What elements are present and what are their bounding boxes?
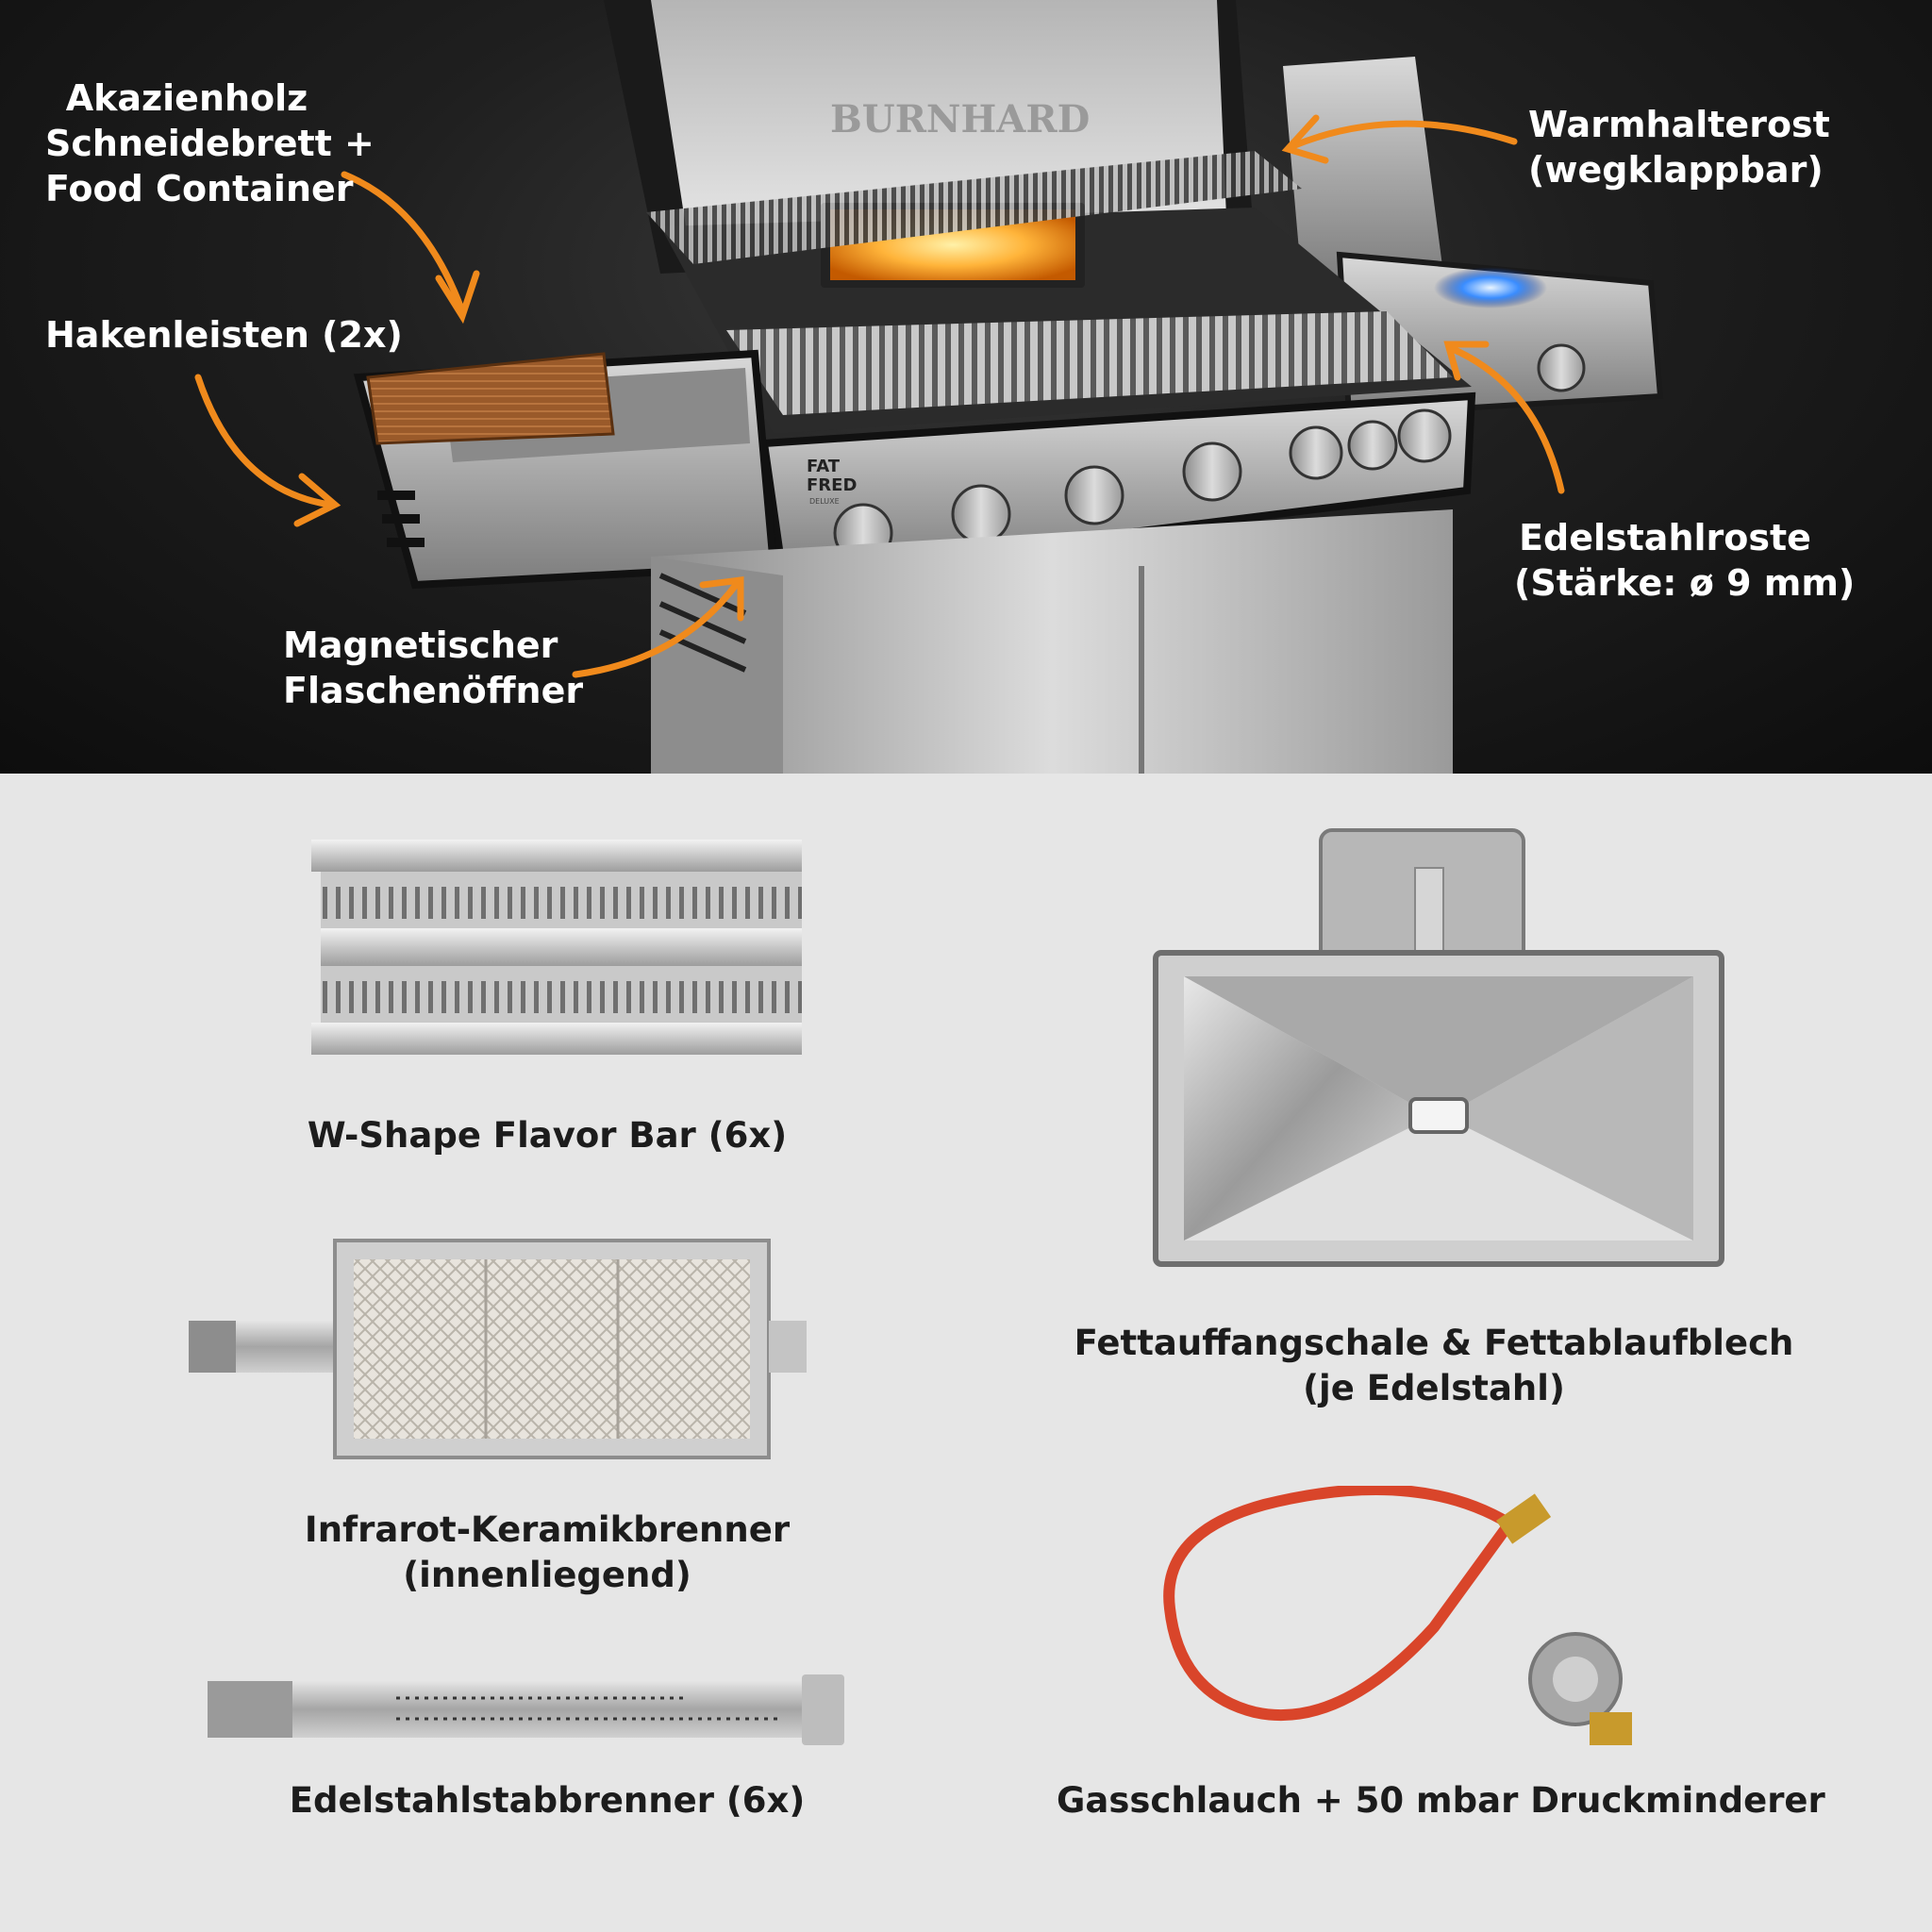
label-hose-line-1: Gasschlauch + 50 mbar Druckminderer xyxy=(1057,1780,1825,1821)
callout-grates-line-2: (Stärke: ø 9 mm) xyxy=(1514,562,1856,604)
label-flavor-bar-line-1: W-Shape Flavor Bar (6x) xyxy=(307,1115,788,1156)
grill-illustration: BURNHARD FAT FRED DELUXE xyxy=(353,0,1664,774)
callout-grates: Edelstahlroste (Stärke: ø 9 mm) xyxy=(1514,515,1856,606)
callout-grates-line-1: Edelstahlroste xyxy=(1519,517,1811,558)
label-rod-burner: Edelstahlstabbrenner (6x) xyxy=(283,1778,811,1824)
callout-board-line-3: Food Container xyxy=(45,168,354,209)
grease-tray-image xyxy=(1153,828,1724,1267)
callout-bottle-opener: Magnetischer Flaschenöffner xyxy=(283,623,584,713)
brand-mark: BURNHARD xyxy=(830,97,1090,142)
model-line-2: FRED xyxy=(807,475,857,495)
label-flavor-bar: W-Shape Flavor Bar (6x) xyxy=(283,1113,811,1158)
callout-board-line-1: Akazienholz xyxy=(65,77,308,119)
label-grease-tray: Fettauffangschale & Fettablaufblech (je … xyxy=(1057,1321,1811,1411)
flavor-bar-image xyxy=(311,840,802,1055)
gas-hose-image xyxy=(1163,1486,1632,1745)
label-infrared-burner: Infrarot-Keramikbrenner (innenliegend) xyxy=(283,1507,811,1598)
callout-opener-line-2: Flaschenöffner xyxy=(283,670,584,711)
label-infrared-line-2: (innenliegend) xyxy=(403,1555,691,1595)
label-grease-tray-line-1: Fettauffangschale & Fettablaufblech xyxy=(1074,1323,1794,1363)
hero-panel: BURNHARD FAT FRED DELUXE xyxy=(0,0,1932,774)
label-rod-burner-line-1: Edelstahlstabbrenner (6x) xyxy=(289,1780,806,1821)
callout-warming-rack: Warmhalterost (wegklappbar) xyxy=(1528,102,1830,192)
label-infrared-line-1: Infrarot-Keramikbrenner xyxy=(304,1509,791,1550)
rod-burner-image xyxy=(208,1674,844,1745)
callout-warming-line-1: Warmhalterost xyxy=(1528,104,1830,145)
label-gas-hose: Gasschlauch + 50 mbar Druckminderer xyxy=(1057,1778,1825,1824)
callout-hook-rails: Hakenleisten (2x) xyxy=(45,312,403,358)
callout-cutting-board: Akazienholz Schneidebrett + Food Contain… xyxy=(45,75,375,211)
model-line-3: DELUXE xyxy=(809,497,840,506)
callout-hooks-line-1: Hakenleisten (2x) xyxy=(45,314,403,356)
callout-board-line-2: Schneidebrett + xyxy=(45,123,375,164)
label-grease-tray-line-2: (je Edelstahl) xyxy=(1303,1368,1565,1408)
callout-warming-line-2: (wegklappbar) xyxy=(1528,149,1824,191)
callout-opener-line-1: Magnetischer xyxy=(283,625,558,666)
infrared-burner-image xyxy=(189,1239,807,1459)
model-line-1: FAT xyxy=(807,457,841,476)
